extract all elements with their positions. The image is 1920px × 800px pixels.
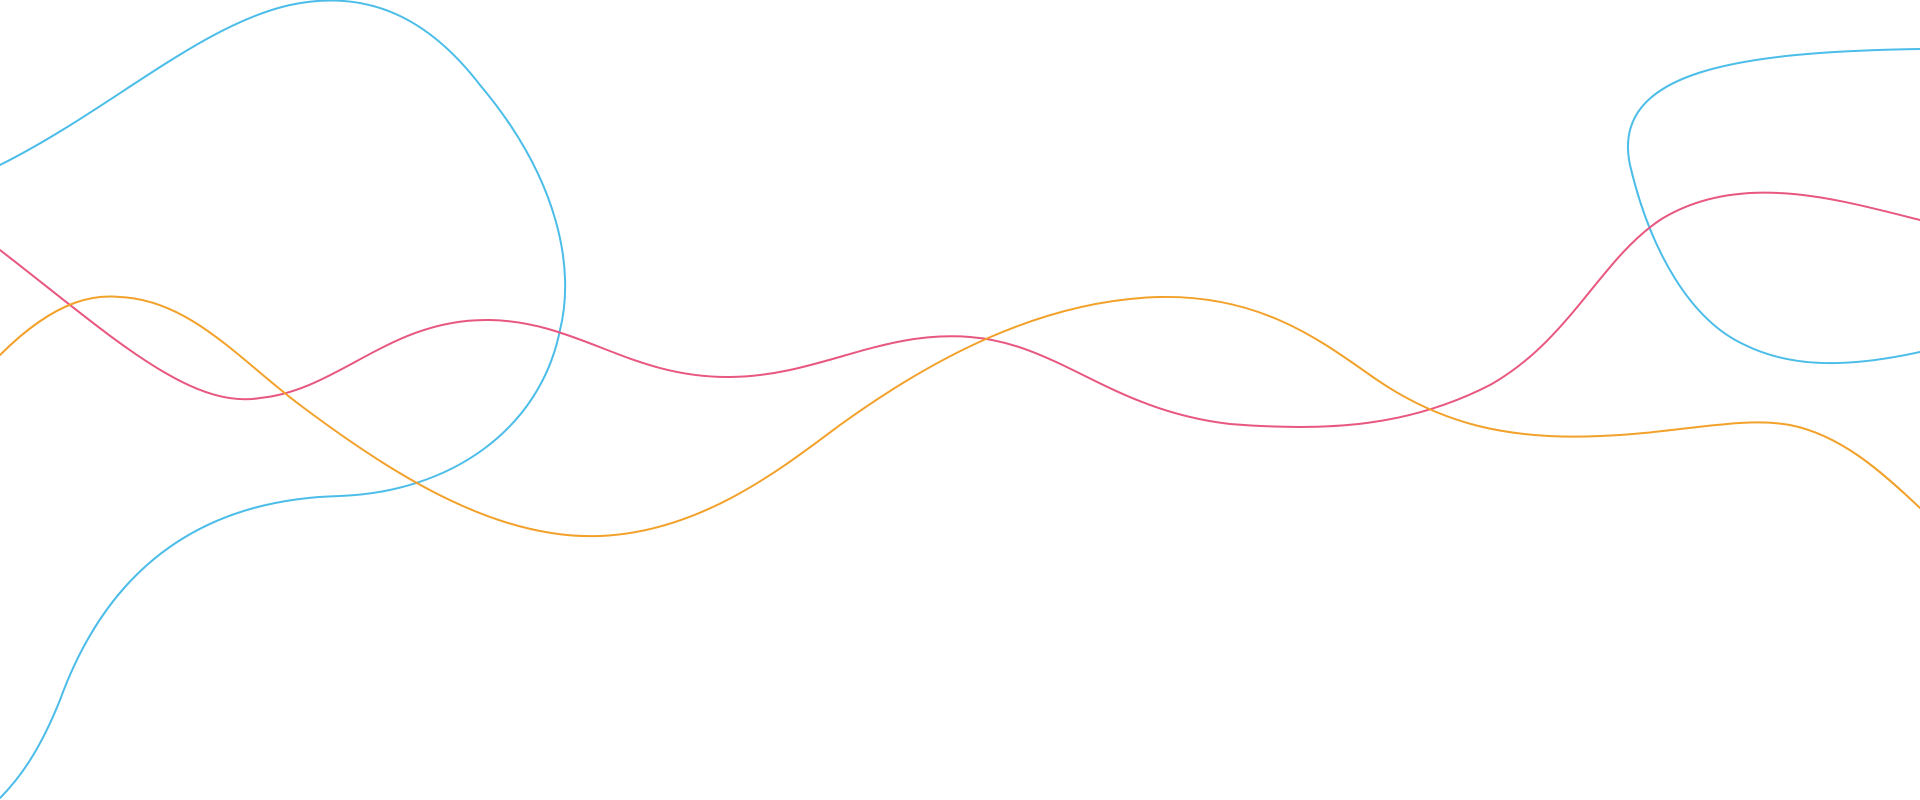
pink-curve	[0, 191, 1920, 429]
blue-curve-right-loop	[1627, 48, 1920, 365]
blue-curve-left-loop	[0, 0, 567, 799]
orange-curve	[0, 295, 1920, 538]
